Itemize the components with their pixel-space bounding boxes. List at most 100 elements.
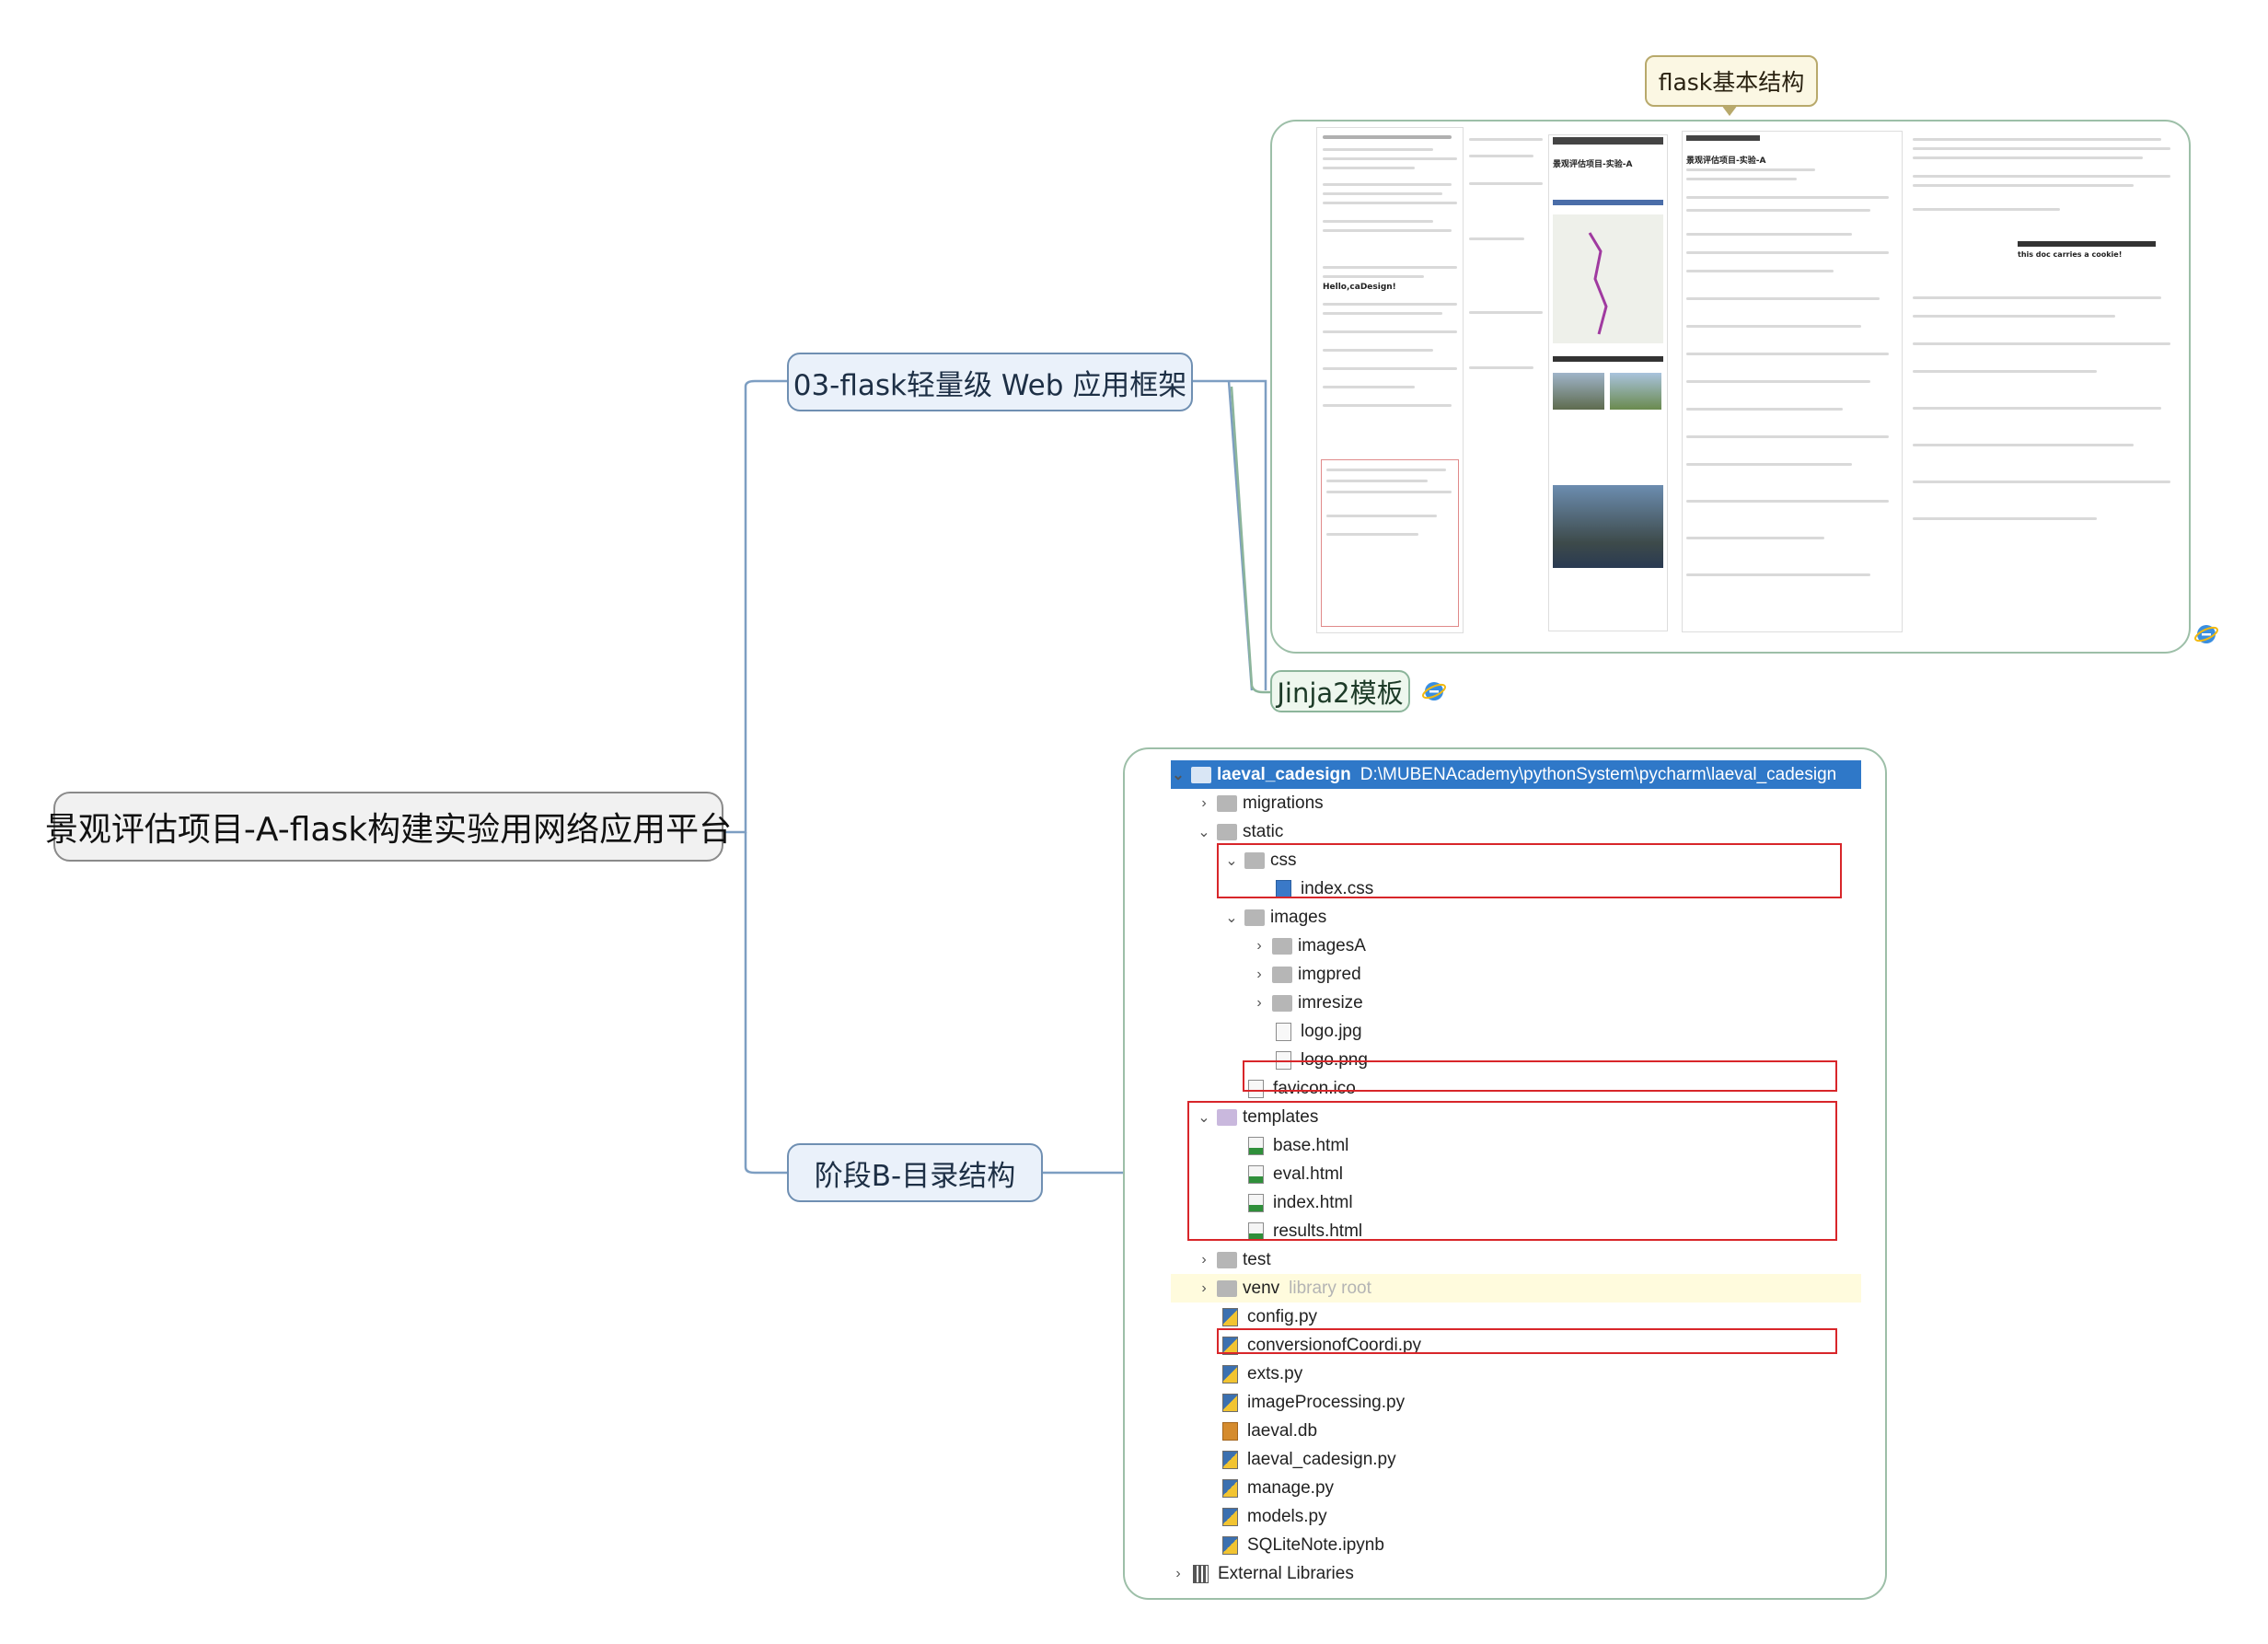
python-file-icon bbox=[1222, 1307, 1238, 1326]
tree-item-logo-png[interactable]: logo.png bbox=[1171, 1046, 1861, 1074]
tree-item-templates[interactable]: ⌄ templates bbox=[1198, 1106, 1319, 1127]
html-file-icon bbox=[1248, 1136, 1264, 1155]
root-node[interactable]: 景观评估项目-A-flask构建实验用网络应用平台 bbox=[45, 792, 732, 862]
python-file-icon bbox=[1222, 1450, 1238, 1469]
tree-item-base-html[interactable]: base.html bbox=[1171, 1131, 1861, 1160]
browser-icon[interactable] bbox=[1422, 679, 1446, 703]
python-file-icon bbox=[1222, 1393, 1238, 1412]
folder-icon bbox=[1272, 994, 1292, 1012]
jinja2-label: Jinja2模板 bbox=[1277, 677, 1404, 709]
tree-item-favicon[interactable]: favicon.ico bbox=[1171, 1074, 1861, 1103]
flask-branch-node[interactable]: 03-flask轻量级 Web 应用框架 bbox=[787, 353, 1193, 411]
doc-thumbnail-5: this doc carries a cookie! bbox=[1907, 131, 2183, 632]
folder-icon bbox=[1217, 1108, 1237, 1126]
chevron-down-icon[interactable]: ⌄ bbox=[1225, 852, 1238, 869]
chevron-right-icon[interactable]: › bbox=[1175, 1565, 1181, 1581]
chevron-right-icon[interactable]: › bbox=[1256, 937, 1262, 954]
highlight-templates-box bbox=[1187, 1101, 1837, 1241]
folder-icon bbox=[1217, 1279, 1237, 1297]
highlight-favicon-box bbox=[1243, 1060, 1837, 1092]
tree-item-sqlitenote[interactable]: SQLiteNote.ipynb bbox=[1171, 1531, 1861, 1559]
library-icon bbox=[1193, 1564, 1209, 1583]
image-file-icon bbox=[1276, 1022, 1291, 1041]
root-label: 景观评估项目-A-flask构建实验用网络应用平台 bbox=[44, 811, 733, 849]
folder-icon bbox=[1191, 766, 1211, 783]
folder-icon bbox=[1244, 851, 1265, 869]
tree-item-exts-py[interactable]: exts.py bbox=[1171, 1360, 1861, 1388]
thumb-text-a: Hello,caDesign! bbox=[1323, 283, 1396, 292]
folder-icon bbox=[1272, 937, 1292, 955]
database-icon bbox=[1222, 1421, 1238, 1441]
thumb-text-c: 景观评估项目-实验-A bbox=[1686, 156, 1766, 166]
tree-item-css[interactable]: ⌄ css bbox=[1225, 850, 1297, 870]
tree-item-index-html[interactable]: index.html bbox=[1171, 1188, 1861, 1217]
chevron-down-icon[interactable]: ⌄ bbox=[1198, 1109, 1210, 1126]
thumb-text-d: this doc carries a cookie! bbox=[2018, 250, 2123, 259]
tree-item-imageprocessing-py[interactable]: imageProcessing.py bbox=[1171, 1388, 1861, 1417]
chevron-down-icon[interactable]: ⌄ bbox=[1172, 767, 1185, 783]
tree-item-imresize[interactable]: › imresize bbox=[1171, 989, 1861, 1017]
tree-root-path: D:\MUBENAcademy\pythonSystem\pycharm\lae… bbox=[1360, 764, 1837, 784]
tree-root-name: laeval_cadesign bbox=[1217, 764, 1351, 784]
tree-item-venv[interactable]: › venv library root bbox=[1171, 1274, 1861, 1302]
library-root-note: library root bbox=[1289, 1278, 1371, 1298]
tree-item-migrations[interactable]: › migrations bbox=[1171, 789, 1861, 817]
chevron-right-icon[interactable]: › bbox=[1201, 1251, 1207, 1268]
chevron-right-icon[interactable]: › bbox=[1201, 794, 1207, 811]
flask-structure-image-frame: Hello,caDesign! 景观评估项目-实验-A bbox=[1270, 120, 2191, 654]
tree-root-row[interactable]: ⌄ laeval_cadesign D:\MUBENAcademy\python… bbox=[1171, 760, 1861, 789]
tree-item-eval-html[interactable]: eval.html bbox=[1171, 1160, 1861, 1188]
html-file-icon bbox=[1248, 1193, 1264, 1212]
tree-item-images[interactable]: ⌄ images bbox=[1225, 907, 1327, 927]
tree-item-results-html[interactable]: results.html bbox=[1171, 1217, 1861, 1245]
jinja2-node[interactable]: Jinja2模板 bbox=[1270, 670, 1410, 712]
python-file-icon bbox=[1222, 1478, 1238, 1498]
tree-item-external-libraries[interactable]: › External Libraries bbox=[1171, 1559, 1861, 1588]
file-icon bbox=[1248, 1079, 1264, 1098]
image-file-icon bbox=[1276, 1050, 1291, 1070]
tree-item-manage-py[interactable]: manage.py bbox=[1171, 1474, 1861, 1502]
dir-structure-node[interactable]: 阶段B-目录结构 bbox=[787, 1143, 1043, 1202]
doc-thumbnail-1: Hello,caDesign! bbox=[1316, 127, 1464, 633]
tree-item-imgpred[interactable]: › imgpred bbox=[1171, 960, 1861, 989]
doc-thumbnail-2 bbox=[1465, 127, 1548, 633]
folder-icon bbox=[1244, 909, 1265, 926]
flask-structure-label: flask基本结构 bbox=[1658, 69, 1805, 96]
highlight-css-box bbox=[1217, 843, 1842, 898]
chevron-right-icon[interactable]: › bbox=[1201, 1279, 1207, 1296]
tree-item-test[interactable]: › test bbox=[1171, 1245, 1861, 1274]
tree-item-static[interactable]: ⌄ static bbox=[1198, 821, 1284, 841]
html-file-icon bbox=[1248, 1164, 1264, 1184]
tree-item-imagesA[interactable]: › imagesA bbox=[1171, 932, 1861, 960]
doc-thumbnail-3: 景观评估项目-实验-A bbox=[1548, 134, 1668, 631]
flask-branch-label: 03-flask轻量级 Web 应用框架 bbox=[793, 368, 1187, 402]
chevron-right-icon[interactable]: › bbox=[1256, 966, 1262, 982]
python-file-icon bbox=[1222, 1507, 1238, 1526]
chevron-down-icon[interactable]: ⌄ bbox=[1198, 824, 1210, 840]
tree-item-logo-jpg[interactable]: logo.jpg bbox=[1171, 1017, 1861, 1046]
folder-icon bbox=[1217, 823, 1237, 840]
callout-pointer bbox=[1721, 105, 1738, 116]
tree-item-models-py[interactable]: models.py bbox=[1171, 1502, 1861, 1531]
chevron-down-icon[interactable]: ⌄ bbox=[1225, 909, 1238, 926]
highlight-conversion-box bbox=[1217, 1328, 1837, 1354]
browser-icon[interactable] bbox=[2194, 622, 2218, 646]
tree-item-index-css[interactable]: index.css bbox=[1171, 874, 1861, 903]
tree-item-config-py[interactable]: config.py bbox=[1171, 1302, 1861, 1331]
thumb-text-b: 景观评估项目-实验-A bbox=[1553, 160, 1633, 169]
dir-structure-label: 阶段B-目录结构 bbox=[814, 1159, 1016, 1193]
chevron-right-icon[interactable]: › bbox=[1256, 994, 1262, 1011]
project-tree: ⌄ laeval_cadesign D:\MUBENAcademy\python… bbox=[1171, 760, 1861, 1588]
folder-icon bbox=[1272, 966, 1292, 983]
python-file-icon bbox=[1222, 1364, 1238, 1384]
tree-item-laeval-db[interactable]: laeval.db bbox=[1171, 1417, 1861, 1445]
folder-icon bbox=[1217, 1251, 1237, 1268]
flask-structure-callout[interactable]: flask基本结构 bbox=[1645, 55, 1818, 107]
notebook-file-icon bbox=[1222, 1535, 1238, 1555]
tree-item-conversion-py[interactable]: conversionofCoordi.py bbox=[1171, 1331, 1861, 1360]
folder-icon bbox=[1217, 794, 1237, 812]
python-file-icon bbox=[1222, 1336, 1238, 1355]
doc-thumbnail-4: 景观评估项目-实验-A bbox=[1682, 131, 1903, 632]
tree-item-laeval-cadesign-py[interactable]: laeval_cadesign.py bbox=[1171, 1445, 1861, 1474]
